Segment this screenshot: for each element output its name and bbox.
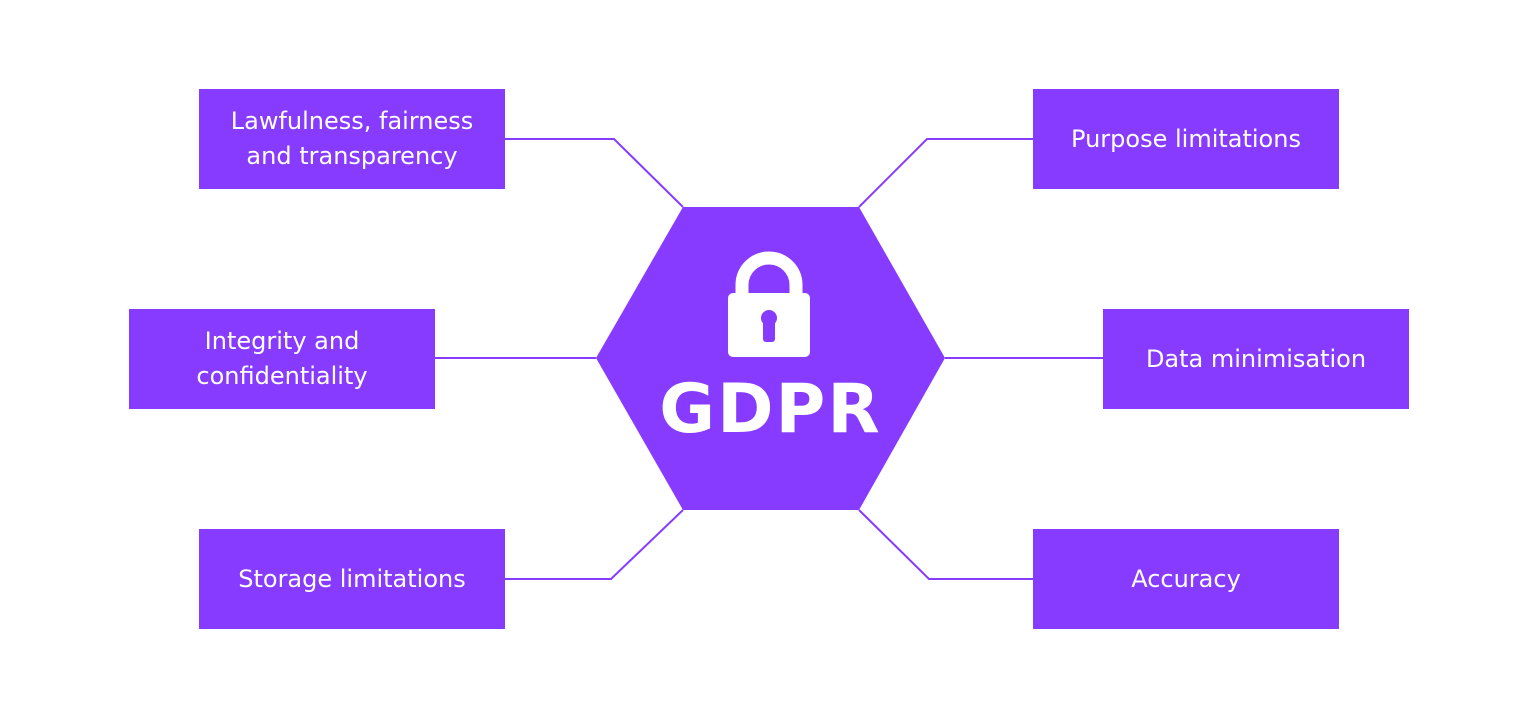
connector-lawfulness: [505, 138, 684, 208]
principle-storage-limitations: Storage limitations: [199, 529, 505, 629]
gdpr-hexagon: [596, 207, 945, 510]
principle-purpose-limitations: Purpose limitations: [1033, 89, 1339, 189]
lock-icon: [728, 251, 810, 357]
gdpr-title: GDPR: [659, 370, 882, 449]
principle-integrity: Integrity and confidentiality: [129, 309, 435, 409]
principle-data-minimisation: Data minimisation: [1103, 309, 1409, 409]
connector-purpose: [858, 138, 1033, 208]
connector-accuracy: [858, 509, 1033, 580]
connector-storage: [505, 509, 684, 580]
principle-accuracy: Accuracy: [1033, 529, 1339, 629]
principle-lawfulness: Lawfulness, fairness and transparency: [199, 89, 505, 189]
